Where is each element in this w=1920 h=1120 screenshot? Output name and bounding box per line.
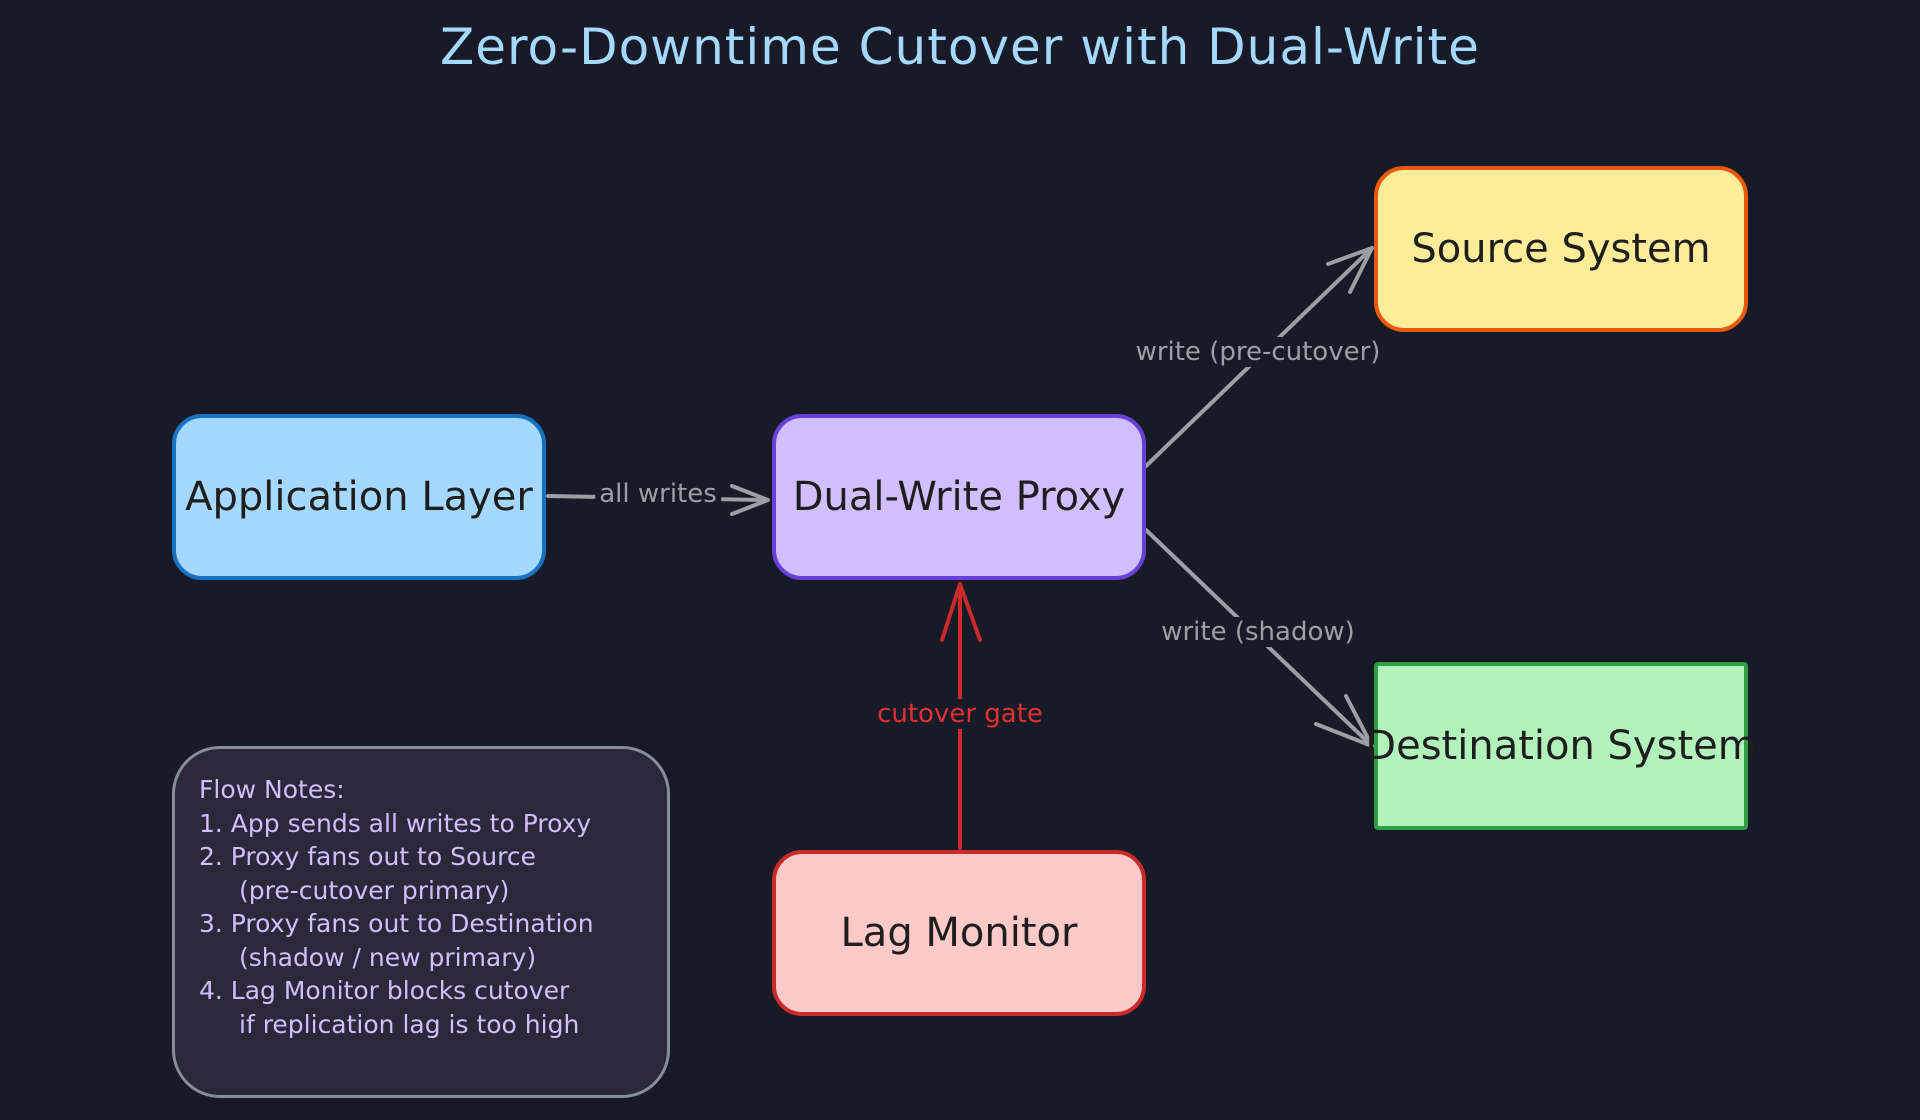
flow-notes-line: if replication lag is too high [239, 1009, 580, 1039]
node-lag-monitor-label: Lag Monitor [840, 910, 1078, 956]
node-source-system[interactable]: Source System [1374, 166, 1748, 332]
flow-notes-line: 4. Lag Monitor blocks cutover [199, 976, 570, 1005]
node-dual-write-proxy[interactable]: Dual-Write Proxy [772, 414, 1146, 580]
node-application-layer-label: Application Layer [185, 474, 533, 520]
flow-notes-line: (shadow / new primary) [239, 942, 537, 972]
edge-label-cutover-gate: cutover gate [873, 699, 1047, 729]
node-application-layer[interactable]: Application Layer [172, 414, 546, 580]
edge-label-write-shadow: write (shadow) [1157, 617, 1359, 647]
diagram-title: Zero-Downtime Cutover with Dual-Write [440, 18, 1480, 76]
flow-notes-panel: Flow Notes: 1. App sends all writes to P… [172, 746, 670, 1098]
edge-label-write-pre-cutover: write (pre-cutover) [1131, 337, 1385, 367]
flow-notes-line: 3. Proxy fans out to Destination [199, 909, 594, 938]
node-lag-monitor[interactable]: Lag Monitor [772, 850, 1146, 1016]
node-dual-write-proxy-label: Dual-Write Proxy [792, 474, 1126, 520]
node-destination-system[interactable]: Destination System [1365, 662, 1757, 830]
edge-label-all-writes: all writes [595, 479, 721, 509]
flow-notes-line: 1. App sends all writes to Proxy [199, 808, 592, 838]
flow-notes-line: (pre-cutover primary) [239, 875, 510, 905]
node-source-system-label: Source System [1411, 226, 1711, 272]
node-destination-system-label: Destination System [1365, 723, 1757, 769]
flow-notes-title: Flow Notes: [199, 775, 345, 804]
flow-notes-line: 2. Proxy fans out to Source [199, 842, 536, 871]
